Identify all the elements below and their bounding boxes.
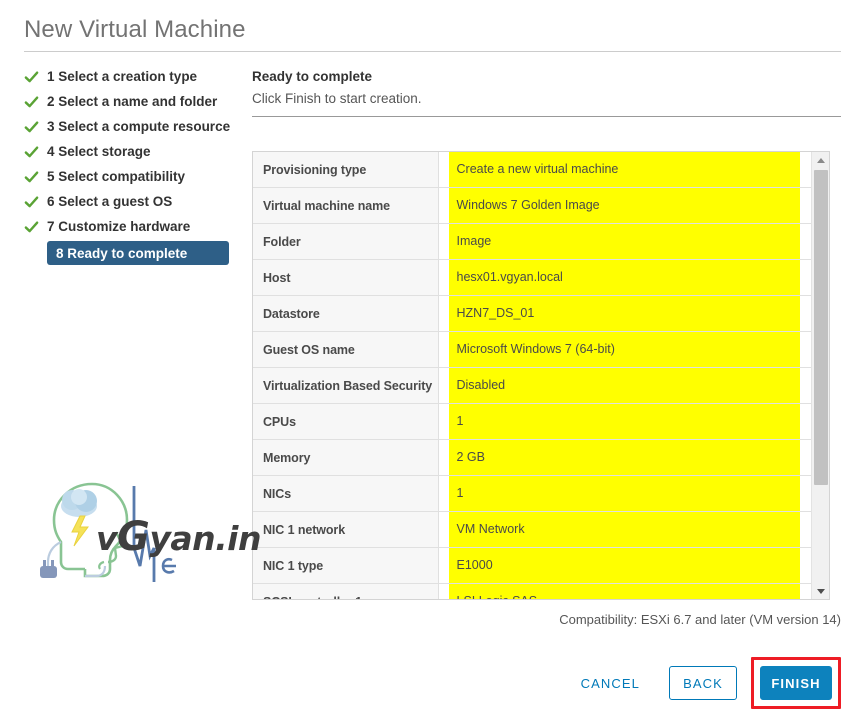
page-title: New Virtual Machine [24, 16, 246, 43]
check-icon [24, 120, 39, 132]
highlighted-value: 1 [448, 404, 800, 439]
highlighted-value: HZN7_DS_01 [448, 296, 800, 331]
finish-button-annotation: FINISH [751, 657, 841, 709]
table-row: Virtual machine name Windows 7 Golden Ima… [253, 187, 811, 224]
table-row: Datastore HZN7_DS_01 [253, 295, 811, 332]
table-row: Provisioning type Create a new virtual ma… [253, 152, 811, 188]
wizard-step-label: 5 Select compatibility [47, 169, 186, 184]
summary-value-cell: 2 GB [438, 439, 811, 476]
table-row: Virtualization Based Security Disabled [253, 367, 811, 404]
pane-divider [252, 116, 841, 117]
triangle-up-icon[interactable] [812, 152, 830, 168]
summary-key-cell: Guest OS name [253, 331, 439, 368]
summary-value-cell: hesx01.vgyan.local [438, 259, 811, 296]
highlighted-value: 2 GB [448, 440, 800, 475]
highlighted-value: Create a new virtual machine [448, 152, 800, 187]
check-icon [24, 220, 39, 232]
table-row: SCSI controller 1 LSI Logic SAS [253, 583, 811, 599]
wizard-step-label: 7 Customize hardware [47, 219, 191, 234]
highlighted-value: Image [448, 224, 800, 259]
summary-value-cell: 1 [438, 475, 811, 512]
triangle-down-icon[interactable] [812, 583, 830, 599]
summary-value-cell: Image [438, 223, 811, 260]
pane-subheading: Click Finish to start creation. [252, 91, 422, 106]
highlighted-value: Microsoft Windows 7 (64-bit) [448, 332, 800, 367]
wizard-step-3[interactable]: 3 Select a compute resource [24, 114, 239, 139]
highlighted-value: 1 [448, 476, 800, 511]
highlighted-value: VM Network [448, 512, 800, 547]
back-button[interactable]: BACK [669, 666, 737, 700]
summary-value-cell: VM Network [438, 511, 811, 548]
wizard-step-label: 1 Select a creation type [47, 69, 198, 84]
table-row: Guest OS name Microsoft Windows 7 (64-bit… [253, 331, 811, 368]
compatibility-note: Compatibility: ESXi 6.7 and later (VM ve… [559, 612, 841, 627]
summary-value-cell: Microsoft Windows 7 (64-bit) [438, 331, 811, 368]
highlighted-value: E1000 [448, 548, 800, 583]
summary-key-cell: NICs [253, 475, 439, 512]
summary-value-cell: 1 [438, 403, 811, 440]
highlighted-value: Disabled [448, 368, 800, 403]
summary-value-cell: Disabled [438, 367, 811, 404]
vertical-scrollbar[interactable] [811, 152, 829, 599]
summary-value-cell: E1000 [438, 547, 811, 584]
summary-scroll-area: Provisioning type Create a new virtual ma… [253, 152, 811, 599]
summary-key-cell: CPUs [253, 403, 439, 440]
summary-key-cell: NIC 1 type [253, 547, 439, 584]
wizard-step-1[interactable]: 1 Select a creation type [24, 64, 239, 89]
summary-key-cell: Virtualization Based Security [253, 367, 439, 404]
title-divider [24, 51, 841, 52]
wizard-step-5[interactable]: 5 Select compatibility [24, 164, 239, 189]
wizard-step-7[interactable]: 7 Customize hardware [24, 214, 239, 239]
wizard-step-label: 4 Select storage [47, 144, 151, 159]
cancel-button[interactable]: CANCEL [562, 666, 659, 700]
wizard-step-8[interactable]: 8 Ready to complete [47, 241, 229, 265]
table-row: NIC 1 network VM Network [253, 511, 811, 548]
summary-value-cell: LSI Logic SAS [438, 583, 811, 599]
summary-key-cell: SCSI controller 1 [253, 583, 439, 599]
table-row: CPUs 1 [253, 403, 811, 440]
table-row: NICs 1 [253, 475, 811, 512]
summary-table: Provisioning type Create a new virtual ma… [253, 152, 811, 599]
wizard-step-label: 2 Select a name and folder [47, 94, 218, 109]
summary-value-cell: Windows 7 Golden Image [438, 187, 811, 224]
summary-key-cell: Provisioning type [253, 152, 439, 188]
summary-key-cell: Host [253, 259, 439, 296]
table-row: NIC 1 type E1000 [253, 547, 811, 584]
summary-panel: Provisioning type Create a new virtual ma… [252, 151, 830, 600]
summary-key-cell: NIC 1 network [253, 511, 439, 548]
summary-value-cell: HZN7_DS_01 [438, 295, 811, 332]
summary-key-cell: Folder [253, 223, 439, 260]
highlighted-value: LSI Logic SAS [448, 584, 800, 599]
summary-key-cell: Datastore [253, 295, 439, 332]
summary-value-cell: Create a new virtual machine [438, 152, 811, 188]
wizard-footer: CANCEL BACK FINISH [562, 657, 841, 709]
summary-key-cell: Virtual machine name [253, 187, 439, 224]
wizard-step-2[interactable]: 2 Select a name and folder [24, 89, 239, 114]
finish-button[interactable]: FINISH [760, 666, 832, 700]
table-row: Memory 2 GB [253, 439, 811, 476]
highlighted-value: Windows 7 Golden Image [448, 188, 800, 223]
scrollbar-thumb[interactable] [814, 170, 828, 485]
wizard-step-label: 3 Select a compute resource [47, 119, 231, 134]
check-icon [24, 95, 39, 107]
check-icon [24, 70, 39, 82]
summary-key-cell: Memory [253, 439, 439, 476]
wizard-step-list: 1 Select a creation type 2 Select a name … [24, 64, 239, 265]
table-row: Host hesx01.vgyan.local [253, 259, 811, 296]
pane-heading: Ready to complete [252, 69, 373, 84]
wizard-step-label: 8 Ready to complete [56, 245, 188, 261]
wizard-step-label: 6 Select a guest OS [47, 194, 173, 209]
wizard-step-4[interactable]: 4 Select storage [24, 139, 239, 164]
watermark-text: vGyan.in [96, 514, 261, 560]
wizard-step-6[interactable]: 6 Select a guest OS [24, 189, 239, 214]
check-icon [24, 145, 39, 157]
check-icon [24, 195, 39, 207]
check-icon [24, 170, 39, 182]
table-row: Folder Image [253, 223, 811, 260]
highlighted-value: hesx01.vgyan.local [448, 260, 800, 295]
